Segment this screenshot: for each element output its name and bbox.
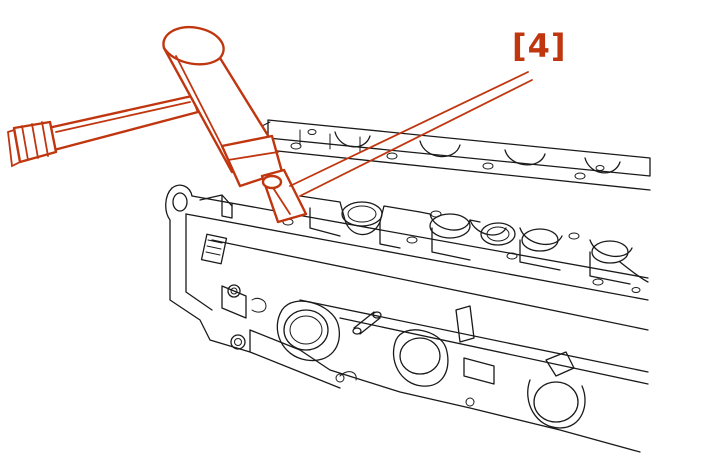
port-openings bbox=[276, 300, 586, 429]
callout-leader-line-2 bbox=[299, 79, 533, 197]
front-cam-bearings bbox=[199, 194, 649, 293]
callout-label: [4] bbox=[512, 27, 567, 65]
hammer-tool bbox=[7, 25, 308, 224]
rear-cam-rail bbox=[261, 119, 651, 191]
callout-leader-line bbox=[289, 71, 529, 187]
